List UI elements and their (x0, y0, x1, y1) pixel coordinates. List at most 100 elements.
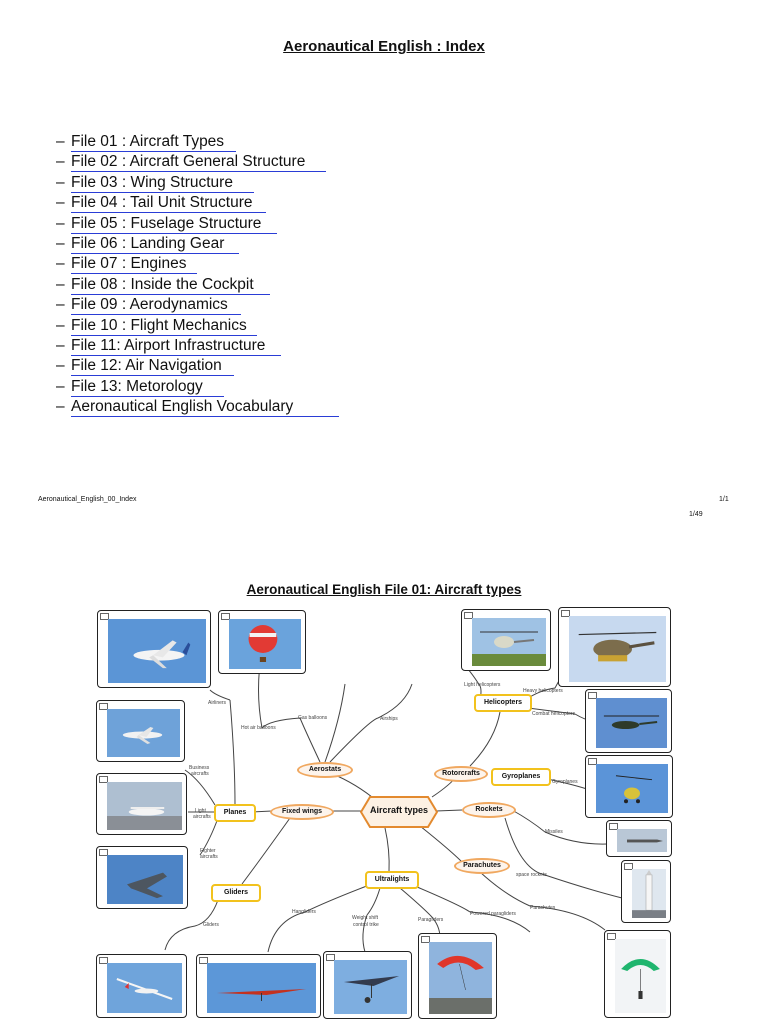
photo-parachute[interactable] (604, 930, 671, 1018)
label-business-aircraft: Business (189, 765, 210, 771)
index-link-file-12[interactable]: File 12: Air Navigation (71, 357, 222, 375)
list-dash: – (56, 194, 65, 212)
light-helicopter-photo-icon (472, 618, 546, 666)
index-title: Aeronautical English : Index (283, 38, 485, 55)
label-combat-helicopters: Combat helicopters (532, 711, 576, 717)
index-link-file-02[interactable]: File 02 : Aircraft General Structure (71, 153, 306, 171)
index-link-file-04[interactable]: File 04 : Tail Unit Structure (71, 194, 253, 212)
combat-helicopter-photo-icon (596, 698, 667, 748)
mindmap-title: Aeronautical English File 01: Aircraft t… (246, 582, 522, 597)
zoom-icon[interactable] (421, 936, 430, 943)
photo-paraglider[interactable] (418, 933, 497, 1019)
center-node-label[interactable]: Aircraft types (369, 805, 429, 815)
label-heavy-helicopters: Heavy helicopters (523, 688, 563, 694)
zoom-icon[interactable] (99, 957, 108, 964)
photo-hanglider[interactable] (196, 954, 321, 1018)
photo-trike[interactable] (323, 951, 412, 1019)
node-planes[interactable]: Planes (214, 804, 256, 822)
label-light-aircraft-2: aircrafts (193, 814, 211, 820)
link-underline (71, 375, 234, 377)
node-rotorcrafts[interactable]: Rotorcrafts (434, 766, 488, 782)
zoom-icon[interactable] (607, 933, 616, 940)
list-dash: – (56, 398, 65, 416)
zoom-icon[interactable] (99, 849, 108, 856)
fighter-photo-icon (107, 855, 183, 904)
zoom-icon[interactable] (609, 823, 618, 830)
zoom-icon[interactable] (561, 610, 570, 617)
list-dash: – (56, 336, 65, 354)
index-link-file-09[interactable]: File 09 : Aerodynamics (71, 296, 228, 314)
node-gliders[interactable]: Gliders (211, 884, 261, 902)
link-underline (71, 354, 281, 356)
label-fighter-aircraft: Fighter (200, 848, 216, 854)
photo-hot-air-balloon[interactable] (218, 610, 306, 674)
zoom-icon[interactable] (588, 758, 597, 765)
document-page-count: 1/49 (689, 511, 703, 518)
photo-missile[interactable] (606, 820, 672, 857)
index-link-file-13[interactable]: File 13: Metorology (71, 377, 203, 395)
link-underline (71, 314, 241, 316)
airliner-photo-icon (108, 619, 206, 683)
label-weight-shift: Weight shift (352, 915, 379, 921)
photo-gyroplane[interactable] (585, 755, 673, 818)
photo-combat-helicopter[interactable] (585, 689, 672, 753)
zoom-icon[interactable] (221, 613, 230, 620)
center-node-shape (360, 796, 438, 828)
photo-light-helicopter[interactable] (461, 609, 551, 671)
label-airliners: Airliners (208, 700, 227, 706)
photo-airliner[interactable] (97, 610, 211, 688)
glider-photo-icon (107, 963, 182, 1013)
node-rockets[interactable]: Rockets (462, 802, 516, 818)
zoom-icon[interactable] (588, 692, 597, 699)
photo-glider[interactable] (96, 954, 187, 1018)
trike-photo-icon (334, 960, 407, 1014)
label-missiles: Missiles (545, 829, 563, 835)
label-parachutes-small: Parachutes (530, 905, 556, 911)
zoom-icon[interactable] (199, 957, 208, 964)
node-ultralights[interactable]: Ultralights (365, 871, 419, 889)
node-helicopters[interactable]: Helicopters (474, 694, 532, 712)
index-link-file-03[interactable]: File 03 : Wing Structure (71, 173, 233, 191)
link-underline (71, 293, 270, 295)
zoom-icon[interactable] (326, 954, 335, 961)
light-aircraft-photo-icon (107, 782, 182, 830)
index-link-file-01[interactable]: File 01 : Aircraft Types (71, 133, 225, 150)
index-link-file-11[interactable]: File 11: Airport Infrastructure (71, 336, 266, 354)
label-light-aircraft: Light (195, 808, 206, 814)
photo-fighter[interactable] (96, 846, 188, 909)
label-paragliders: Paragliders (418, 917, 444, 923)
zoom-icon[interactable] (100, 613, 109, 620)
label-gyroplanes-small: Gyroplanes (552, 779, 578, 785)
index-link-file-08[interactable]: File 08 : Inside the Cockpit (71, 275, 254, 293)
footer-filename: Aeronautical_English_00_Index (38, 496, 137, 503)
label-gas-balloons: Gas balloons (298, 715, 328, 721)
index-link-file-10[interactable]: File 10 : Flight Mechanics (71, 316, 247, 334)
label-powered-paragliders: Powered paragliders (470, 911, 516, 917)
hanglider-photo-icon (207, 963, 316, 1013)
zoom-icon[interactable] (624, 863, 633, 870)
label-weight-shift-2: control trike (353, 922, 379, 928)
node-fixed-wings[interactable]: Fixed wings (270, 804, 334, 820)
label-hot-air-balloons: Hot air balloons (241, 725, 276, 731)
photo-business-jet[interactable] (96, 700, 185, 762)
paraglider-photo-icon (429, 942, 492, 1014)
link-underline (71, 416, 339, 418)
list-dash: – (56, 275, 65, 293)
photo-heavy-helicopter[interactable] (558, 607, 671, 687)
heavy-helicopter-photo-icon (569, 616, 666, 682)
photo-light-aircraft[interactable] (96, 773, 187, 835)
node-aerostats[interactable]: Aerostats (297, 762, 353, 778)
node-gyroplanes[interactable]: Gyroplanes (491, 768, 551, 786)
photo-space-rocket[interactable] (621, 860, 671, 923)
zoom-icon[interactable] (99, 776, 108, 783)
index-link-file-07[interactable]: File 07 : Engines (71, 255, 187, 273)
index-link-vocabulary[interactable]: Aeronautical English Vocabulary (71, 398, 294, 416)
zoom-icon[interactable] (464, 612, 473, 619)
label-business-aircraft-2: aircrafts (191, 771, 209, 777)
index-link-file-05[interactable]: File 05 : Fuselage Structure (71, 214, 262, 232)
index-link-file-06[interactable]: File 06 : Landing Gear (71, 234, 225, 252)
link-underline (71, 232, 277, 234)
link-underline (71, 395, 224, 397)
node-parachutes[interactable]: Parachutes (454, 858, 510, 874)
zoom-icon[interactable] (99, 703, 108, 710)
